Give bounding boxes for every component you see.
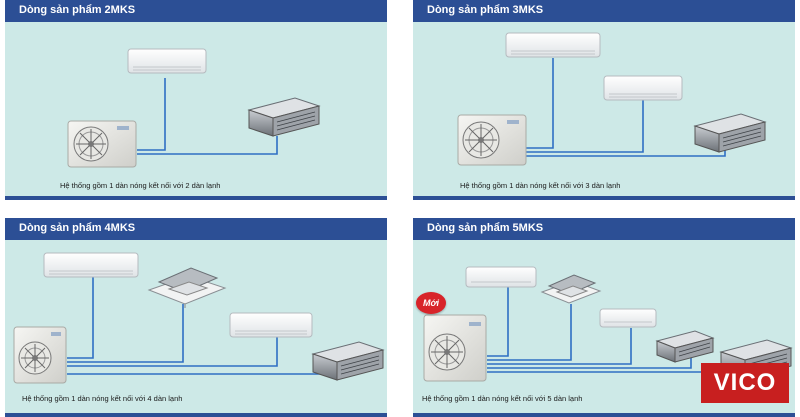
duct-indoor-unit — [243, 94, 323, 140]
cassette-indoor-unit — [539, 270, 603, 310]
outdoor-unit — [457, 114, 529, 168]
panel-5mks: Dòng sản phẩm 5MKS Hệ thống gồm 1 dàn nó… — [413, 218, 795, 417]
wall-indoor-unit — [603, 75, 683, 103]
panel-2mks: Dòng sản phẩm 2MKS Hệ thống gồm 1 dàn nó… — [5, 0, 387, 200]
duct-indoor-unit — [653, 328, 717, 366]
panel-title: Dòng sản phẩm 2MKS — [19, 4, 136, 16]
panel-caption: Hệ thống gồm 1 dàn nóng kết nối với 5 dà… — [422, 394, 583, 403]
pipe-lines — [67, 276, 328, 375]
panel-title: Dòng sản phẩm 5MKS — [427, 222, 544, 234]
wall-indoor-unit — [127, 48, 207, 76]
panel-caption: Hệ thống gồm 1 dàn nóng kết nối với 2 dà… — [60, 181, 221, 190]
duct-indoor-unit — [307, 338, 387, 384]
wall-indoor-unit — [43, 252, 139, 280]
wall-indoor-unit — [505, 32, 601, 60]
panel-footer-bar — [413, 413, 795, 417]
new-badge: Mới — [416, 292, 446, 314]
panel-header: Dòng sản phẩm 5MKS — [413, 218, 795, 240]
panel-footer-bar — [413, 196, 795, 200]
cassette-indoor-unit — [145, 262, 229, 312]
panel-title: Dòng sản phẩm 4MKS — [19, 222, 136, 234]
vico-logo: VICO — [701, 363, 789, 403]
panel-caption: Hệ thống gồm 1 dàn nóng kết nối với 4 dà… — [22, 394, 183, 403]
outdoor-unit — [423, 314, 489, 384]
wall-indoor-unit — [229, 312, 313, 340]
panel-3mks: Dòng sản phẩm 3MKS Hệ thống gồm 1 dàn nó… — [413, 0, 795, 200]
panel-footer-bar — [5, 196, 387, 200]
panel-caption: Hệ thống gồm 1 dàn nóng kết nối với 3 dà… — [460, 181, 621, 190]
logo-text: VICO — [713, 369, 777, 396]
panel-title: Dòng sản phẩm 3MKS — [427, 4, 544, 16]
outdoor-unit — [13, 326, 69, 386]
panel-header: Dòng sản phẩm 3MKS — [413, 0, 795, 22]
panel-footer-bar — [5, 413, 387, 417]
panel-4mks: Dòng sản phẩm 4MKS Hệ thống gồm 1 dàn nó… — [5, 218, 387, 417]
panel-header: Dòng sản phẩm 2MKS — [5, 0, 387, 22]
panel-header: Dòng sản phẩm 4MKS — [5, 218, 387, 240]
pipe-lines — [137, 78, 278, 155]
outdoor-unit — [67, 120, 139, 170]
duct-indoor-unit — [689, 110, 769, 156]
wall-indoor-unit — [465, 266, 537, 290]
wall-indoor-unit — [599, 308, 657, 330]
